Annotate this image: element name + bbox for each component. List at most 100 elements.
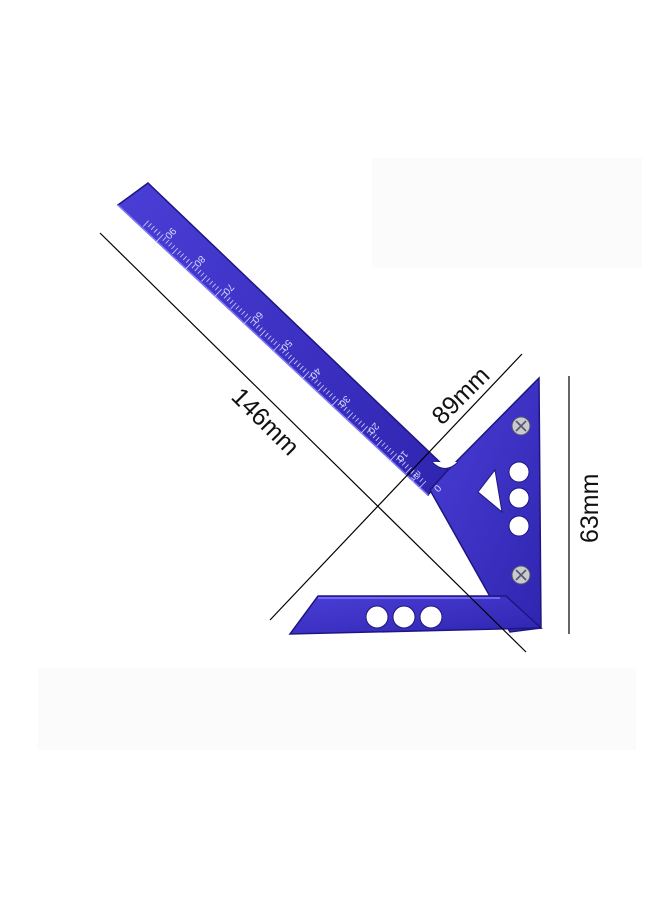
ruler-tick (317, 382, 322, 387)
zero-notch (431, 461, 459, 469)
ruler-tick (285, 351, 290, 357)
ruler-tick (346, 409, 351, 414)
ruler-tick (206, 277, 211, 283)
ruler-tick (212, 283, 217, 288)
ruler-tick (355, 417, 360, 422)
ruler-tick (162, 236, 167, 242)
foot-hole-1 (365, 605, 389, 629)
ruler-tick (375, 436, 380, 442)
ruler-tick (185, 258, 190, 263)
ruler-tick (264, 332, 269, 337)
dimension-line-89 (269, 353, 523, 621)
ruler-tick (197, 269, 202, 274)
ruler-tick (184, 261, 193, 271)
foot-hole-2 (392, 605, 416, 629)
ruler-tick (398, 458, 403, 463)
ruler-tick (267, 335, 272, 340)
ruler-tick (358, 420, 363, 425)
ruler-tick (282, 349, 287, 354)
ruler-tick (191, 264, 196, 269)
head-hole-2 (508, 487, 530, 509)
scale-zero: 0 (431, 482, 443, 494)
ruler-tick (325, 390, 330, 395)
ruler-tick (388, 453, 398, 462)
ruler-tick (314, 379, 319, 384)
ruler-tick (381, 442, 386, 447)
ruler-tick (413, 472, 418, 477)
ruler-tick (416, 475, 421, 480)
ruler-tick (343, 406, 348, 411)
ruler-tick (311, 376, 316, 381)
ruler-tick (150, 225, 155, 231)
ruler-tick (273, 340, 278, 346)
ruler-tick (168, 242, 173, 247)
ruler-tick (241, 310, 246, 316)
ruler-tick (153, 228, 158, 233)
ruler-tick (323, 387, 328, 392)
ruler-tick (387, 447, 392, 453)
ruler-tick (352, 414, 357, 420)
ruler-tick (156, 231, 161, 236)
ruler-tick (201, 275, 208, 282)
ruler-tick (372, 434, 377, 439)
ruler-tick (177, 250, 182, 255)
ruler-tick (258, 327, 263, 332)
triangle-cutout (477, 468, 503, 514)
carpenter-square: 10 20 30 40 50 60 70 80 90 mm 0 (116, 182, 543, 635)
ruler-tick (288, 357, 295, 364)
ruler-tick (142, 220, 149, 227)
ruler-tick (404, 464, 409, 469)
ruler-tick (366, 428, 371, 433)
ruler-tick (238, 308, 243, 313)
ruler-tick (390, 450, 395, 455)
ruler-tick (259, 330, 266, 337)
ruler-tick (179, 253, 184, 258)
ruler-tick (318, 384, 325, 392)
ruler-tick (182, 256, 187, 261)
ruler-tick (293, 360, 298, 365)
ruler-tick (272, 343, 281, 353)
ruler-tick (270, 338, 275, 343)
ruler-tick (155, 234, 164, 243)
ruler-tick (242, 316, 252, 325)
ruler-tick (244, 313, 249, 318)
ruler-tick (172, 247, 179, 255)
ruler-tick (401, 461, 406, 466)
ruler-tick (384, 445, 389, 450)
ruler-tick (337, 401, 342, 406)
ruler-tick (214, 286, 219, 291)
ruler-tick (200, 272, 205, 277)
ruler-tick (223, 294, 228, 299)
ruler-tick (220, 291, 225, 296)
ruler-edge-highlight (117, 204, 429, 496)
ruler-tick (308, 373, 313, 379)
foot-hole-3 (419, 605, 443, 629)
ruler-tick (340, 404, 345, 409)
background-panel-top (372, 158, 642, 268)
ruler-tick (209, 280, 214, 285)
ruler-tick (165, 239, 170, 244)
head-hole-1 (508, 461, 530, 483)
fence-foot (288, 595, 543, 635)
ruler-tick (255, 324, 260, 329)
ruler-tick (229, 299, 234, 305)
background-panel-bottom (38, 668, 636, 750)
screw-bottom-icon (511, 565, 531, 585)
ruler-tick (331, 395, 336, 400)
ruler-tick (359, 425, 368, 435)
ruler-ticks (142, 220, 427, 490)
triangle-head (429, 376, 542, 633)
ruler-tick (410, 469, 415, 474)
head-hole-3 (508, 515, 530, 537)
ruler-tick (226, 297, 231, 302)
ruler-tick (230, 302, 237, 310)
ruler-tick (302, 368, 307, 373)
ruler-tick (328, 393, 333, 398)
ruler-tick (360, 423, 365, 428)
ruler-tick (250, 319, 255, 324)
ruler-tick (213, 288, 222, 298)
ruler-tick (287, 354, 292, 359)
dimension-label-89: 89mm (426, 361, 495, 430)
ruler-tick (301, 371, 310, 380)
